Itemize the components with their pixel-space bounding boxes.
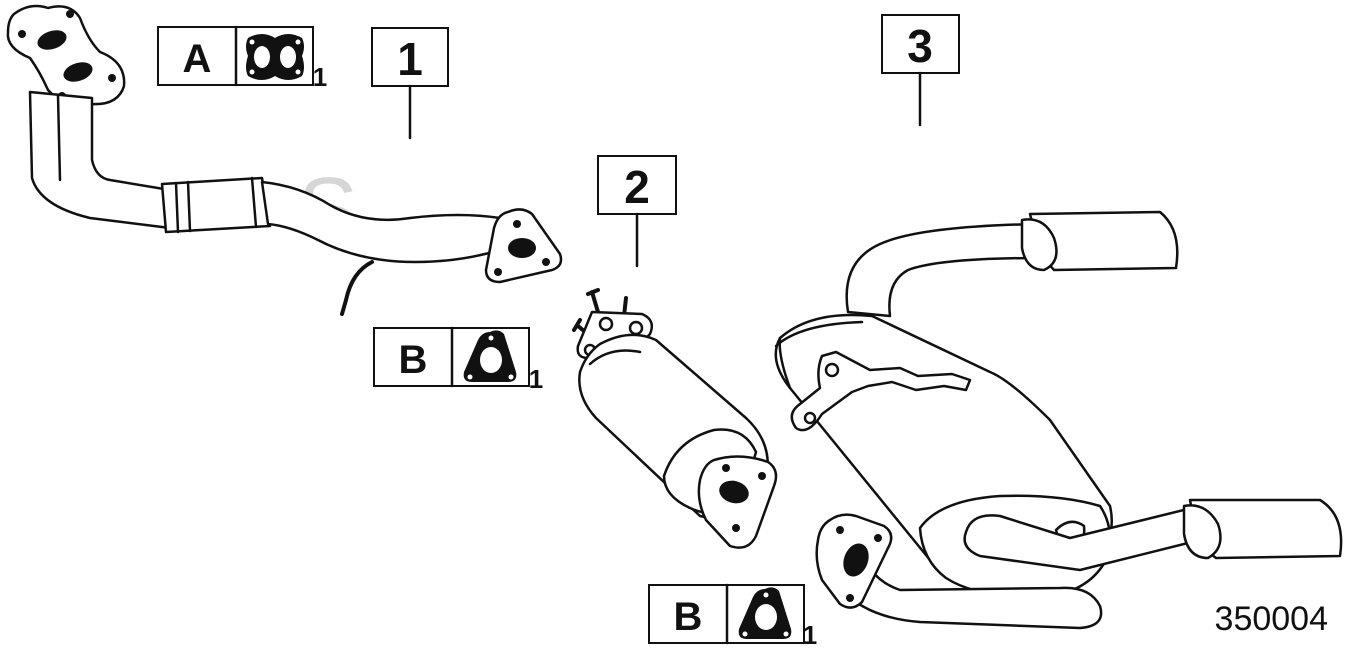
kit-a-quantity: 1 bbox=[313, 62, 327, 92]
callout-2: 2 bbox=[597, 155, 677, 268]
callout-3: 3 bbox=[881, 14, 960, 127]
front-pipe-part bbox=[6, 4, 563, 316]
callout-2-number: 2 bbox=[624, 161, 650, 213]
rear-silencer-part bbox=[774, 210, 1343, 630]
kit-b-lower-quantity: 1 bbox=[803, 620, 817, 650]
callout-3-number: 3 bbox=[907, 20, 933, 72]
gasket-kit-b-lower: B 1 bbox=[648, 583, 817, 650]
kit-b-upper-letter: B bbox=[399, 338, 428, 382]
kit-b-lower-letter: B bbox=[674, 595, 703, 639]
callout-1: 1 bbox=[371, 27, 449, 140]
gasket-kit-b-upper: B 1 bbox=[373, 326, 543, 394]
triangular-flange-gasket-icon bbox=[738, 587, 792, 639]
catalytic-converter-part bbox=[572, 288, 778, 549]
gasket-kit-a: A 1 bbox=[157, 25, 327, 92]
double-port-flange-gasket-icon bbox=[246, 34, 304, 80]
manifold-flange bbox=[6, 4, 126, 106]
triangular-flange-gasket-icon bbox=[463, 330, 517, 382]
diagram-reference-number: 350004 bbox=[1215, 600, 1328, 638]
kit-a-letter: A bbox=[183, 37, 212, 81]
kit-b-upper-quantity: 1 bbox=[529, 364, 543, 394]
callout-1-number: 1 bbox=[397, 33, 423, 85]
